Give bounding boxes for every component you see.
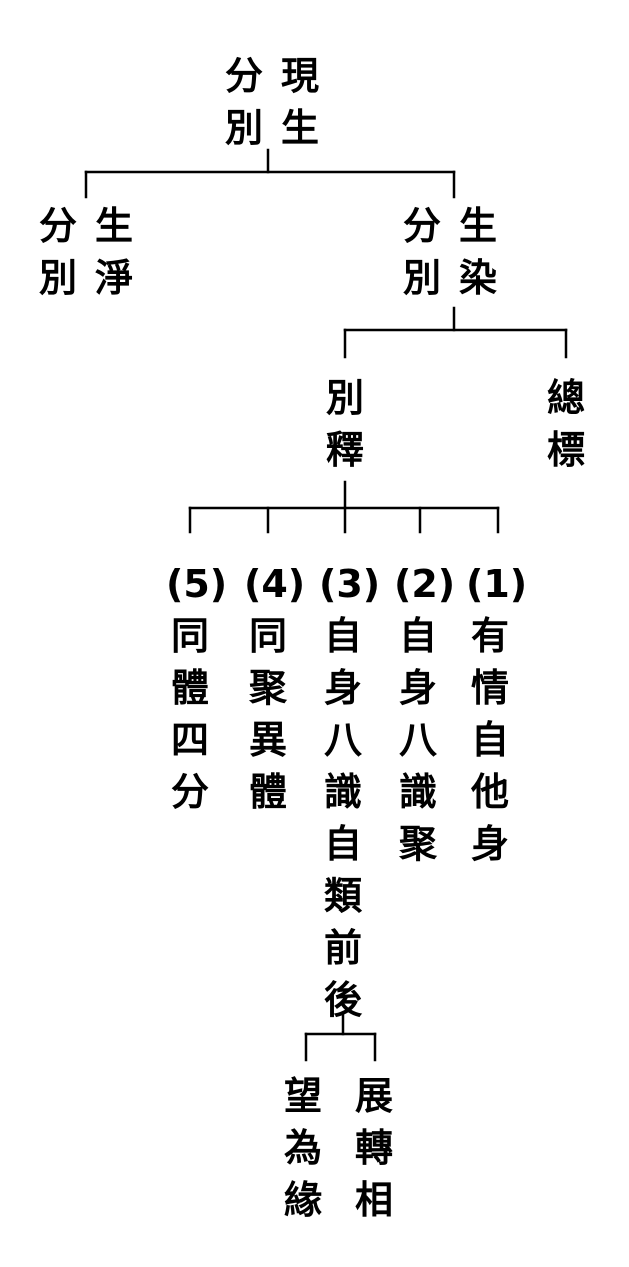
sub-left-column: 望為緣 — [279, 1070, 327, 1226]
general-node-text: 總標 — [542, 372, 590, 476]
glyph: 自 — [323, 822, 362, 866]
glyph: 相 — [354, 1178, 393, 1222]
root-node-right-column: 現生 — [276, 50, 324, 154]
item3-marker: (3) — [319, 562, 381, 606]
item1-column: (1) 有情自他身 — [466, 558, 528, 870]
glyph: 生 — [458, 204, 497, 248]
glyph: 為 — [283, 1126, 322, 1170]
glyph: 聚 — [398, 822, 437, 866]
glyph: 異 — [248, 718, 287, 762]
pure-node-left-column: 分別 — [34, 200, 82, 304]
root-node-left-text: 分別 — [220, 50, 268, 154]
glyph: 現 — [280, 54, 319, 98]
sub-right-text: 展轉相 — [350, 1070, 398, 1226]
glyph: 自 — [470, 718, 509, 762]
glyph: 八 — [323, 718, 362, 762]
item1-marker: (1) — [466, 562, 528, 606]
item3-column: (3) 自身八識自類前後 — [319, 558, 381, 1026]
item4-column: (4) 同聚異體 — [244, 558, 306, 818]
item4-text: 同聚異體 — [244, 610, 292, 818]
glyph: 別 — [402, 256, 441, 300]
glyph: 八 — [398, 718, 437, 762]
glyph: 身 — [470, 822, 509, 866]
glyph: 生 — [94, 204, 133, 248]
glyph: 分 — [224, 54, 263, 98]
glyph: 聚 — [248, 666, 287, 710]
item5-column: (5) 同體四分 — [166, 558, 228, 818]
glyph: 有 — [470, 614, 509, 658]
pure-node-right-column: 生淨 — [90, 200, 138, 304]
defiled-node-right-column: 生染 — [454, 200, 502, 304]
glyph: 生 — [280, 106, 319, 150]
specific-node-column: 別釋 — [321, 372, 369, 476]
glyph: 展 — [354, 1074, 393, 1118]
glyph: 他 — [470, 770, 509, 814]
glyph: 識 — [323, 770, 362, 814]
defiled-node-left-column: 分別 — [398, 200, 446, 304]
item2-text: 自身八識聚 — [394, 610, 442, 870]
glyph: 後 — [323, 978, 362, 1022]
glyph: 釋 — [325, 428, 364, 472]
glyph: 類 — [323, 874, 362, 918]
item1-text: 有情自他身 — [466, 610, 514, 870]
glyph: 淨 — [94, 256, 133, 300]
glyph: 身 — [398, 666, 437, 710]
defiled-node-left-text: 分別 — [398, 200, 446, 304]
item2-marker: (2) — [394, 562, 456, 606]
general-node-column: 總標 — [542, 372, 590, 476]
specific-node-text: 別釋 — [321, 372, 369, 476]
glyph: 標 — [546, 428, 585, 472]
item5-marker: (5) — [166, 562, 228, 606]
glyph: 四 — [170, 718, 209, 762]
glyph: 緣 — [283, 1178, 322, 1222]
glyph: 身 — [323, 666, 362, 710]
glyph: 總 — [546, 376, 585, 420]
glyph: 別 — [224, 106, 263, 150]
glyph: 轉 — [354, 1126, 393, 1170]
glyph: 望 — [283, 1074, 322, 1118]
glyph: 染 — [458, 256, 497, 300]
glyph: 自 — [398, 614, 437, 658]
item2-column: (2) 自身八識聚 — [394, 558, 456, 870]
root-node-left-column: 分別 — [220, 50, 268, 154]
item3-text: 自身八識自類前後 — [319, 610, 367, 1026]
glyph: 同 — [170, 614, 209, 658]
glyph: 分 — [402, 204, 441, 248]
item4-marker: (4) — [244, 562, 306, 606]
glyph: 分 — [38, 204, 77, 248]
glyph: 分 — [170, 770, 209, 814]
defiled-node-right-text: 生染 — [454, 200, 502, 304]
glyph: 同 — [248, 614, 287, 658]
root-node-right-text: 現生 — [276, 50, 324, 154]
pure-node-left-text: 分別 — [34, 200, 82, 304]
glyph: 體 — [170, 666, 209, 710]
glyph: 前 — [323, 926, 362, 970]
item5-text: 同體四分 — [166, 610, 214, 818]
sub-right-column: 展轉相 — [350, 1070, 398, 1226]
glyph: 自 — [323, 614, 362, 658]
pure-node-right-text: 生淨 — [90, 200, 138, 304]
glyph: 別 — [325, 376, 364, 420]
glyph: 情 — [470, 666, 509, 710]
glyph: 體 — [248, 770, 287, 814]
glyph: 別 — [38, 256, 77, 300]
glyph: 識 — [398, 770, 437, 814]
sub-left-text: 望為緣 — [279, 1070, 327, 1226]
